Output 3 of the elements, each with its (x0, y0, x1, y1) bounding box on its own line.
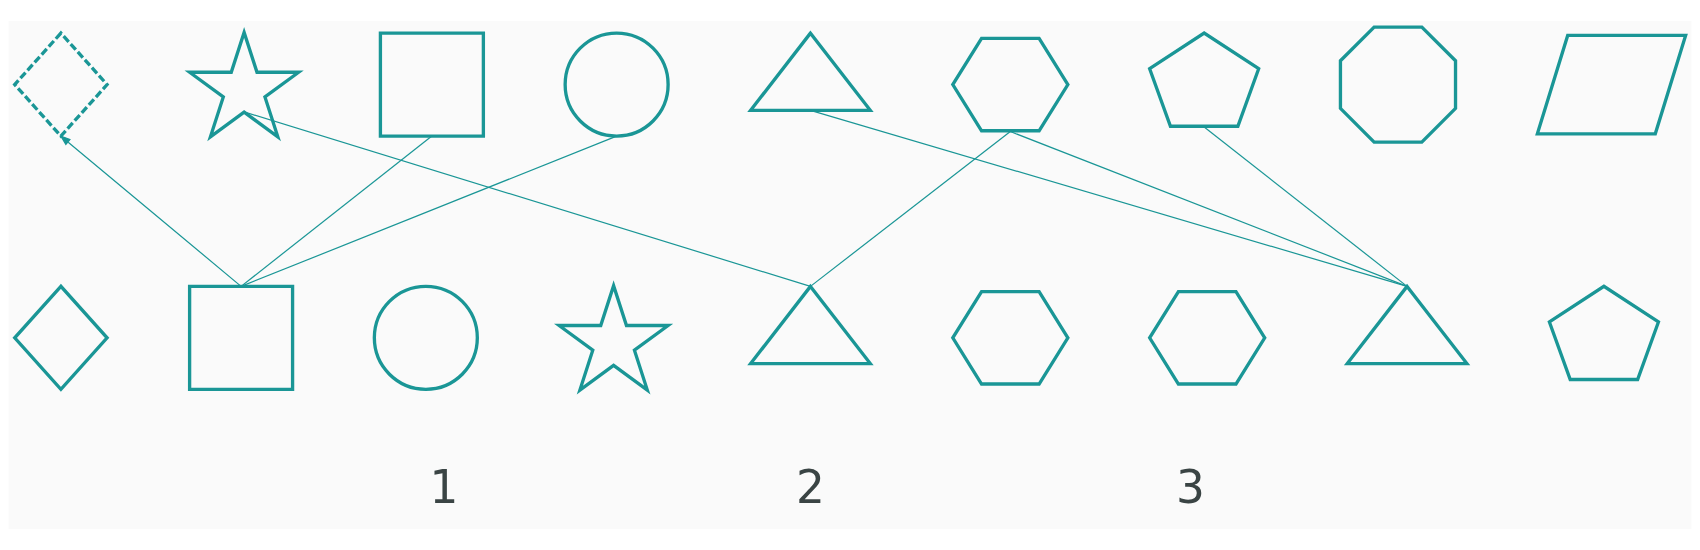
label: 2 (796, 461, 825, 515)
label: 3 (1176, 461, 1205, 515)
label: 1 (429, 461, 459, 515)
